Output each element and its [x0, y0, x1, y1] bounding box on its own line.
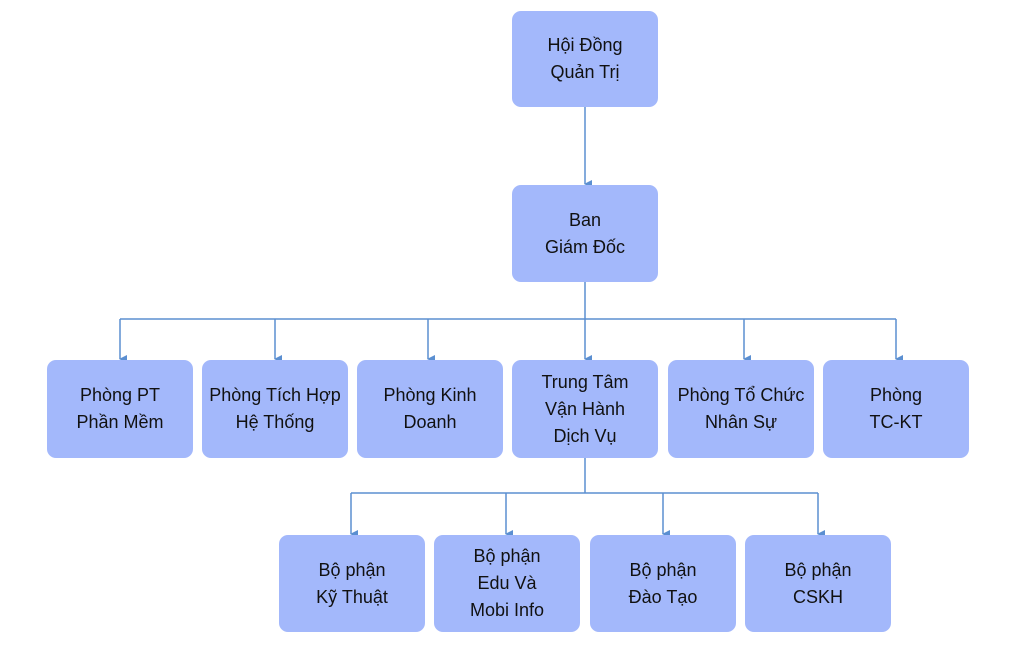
node-directors-line-2: Giám Đốc — [544, 236, 625, 257]
node-unit-edu-mobi: Bộ phận Edu Và Mobi Info — [434, 535, 580, 632]
node-unit-technical-line-2: Kỹ Thuật — [316, 586, 388, 607]
node-unit-technical-line-1: Bộ phận — [318, 559, 386, 580]
node-dept-hr-line-1: Phòng Tổ Chức — [677, 385, 805, 405]
node-directors-line-1: Ban — [568, 209, 601, 230]
node-dept-system-integration-line-2: Hệ Thống — [235, 412, 315, 432]
node-board-line-1: Hội Đồng — [547, 35, 623, 55]
node-dept-service-center-line-1: Trung Tâm — [541, 371, 629, 392]
node-unit-edu-mobi-line-2: Edu Và — [477, 573, 537, 593]
node-unit-edu-mobi-line-1: Bộ phận — [473, 546, 541, 566]
node-unit-technical: Bộ phận Kỹ Thuật — [279, 535, 425, 632]
node-dept-hr: Phòng Tổ Chức Nhân Sự — [668, 360, 814, 458]
node-board-line-2: Quản Trị — [550, 62, 620, 82]
node-unit-training: Bộ phận Đào Tạo — [590, 535, 736, 632]
node-dept-system-integration-line-1: Phòng Tích Hợp — [209, 385, 341, 405]
node-unit-customer-care-line-1: Bộ phận — [784, 559, 852, 580]
node-dept-business-line-2: Doanh — [403, 412, 457, 432]
node-dept-software-line-1: Phòng PT — [79, 385, 161, 405]
node-dept-finance-line-1: Phòng — [869, 385, 923, 405]
node-dept-business: Phòng Kinh Doanh — [357, 360, 503, 458]
node-dept-hr-line-2: Nhân Sự — [704, 412, 778, 432]
node-dept-finance-line-2: TC-KT — [869, 412, 923, 432]
node-unit-training-line-2: Đào Tạo — [628, 586, 698, 607]
node-directors: Ban Giám Đốc — [512, 185, 658, 282]
node-unit-customer-care-line-2: CSKH — [792, 586, 843, 607]
node-dept-service-center: Trung Tâm Vận Hành Dịch Vụ — [512, 360, 658, 458]
node-unit-edu-mobi-line-3: Mobi Info — [469, 600, 545, 620]
node-dept-finance: Phòng TC-KT — [823, 360, 969, 458]
node-unit-training-line-1: Bộ phận — [629, 559, 697, 580]
node-unit-customer-care: Bộ phận CSKH — [745, 535, 891, 632]
node-dept-service-center-line-3: Dịch Vụ — [553, 425, 617, 446]
node-dept-software-line-2: Phần Mềm — [76, 412, 164, 432]
node-dept-business-line-1: Phòng Kinh — [383, 385, 477, 405]
node-dept-system-integration: Phòng Tích Hợp Hệ Thống — [202, 360, 348, 458]
node-dept-software: Phòng PT Phần Mềm — [47, 360, 193, 458]
node-board: Hội Đồng Quản Trị — [512, 11, 658, 107]
node-dept-service-center-line-2: Vận Hành — [544, 398, 626, 419]
